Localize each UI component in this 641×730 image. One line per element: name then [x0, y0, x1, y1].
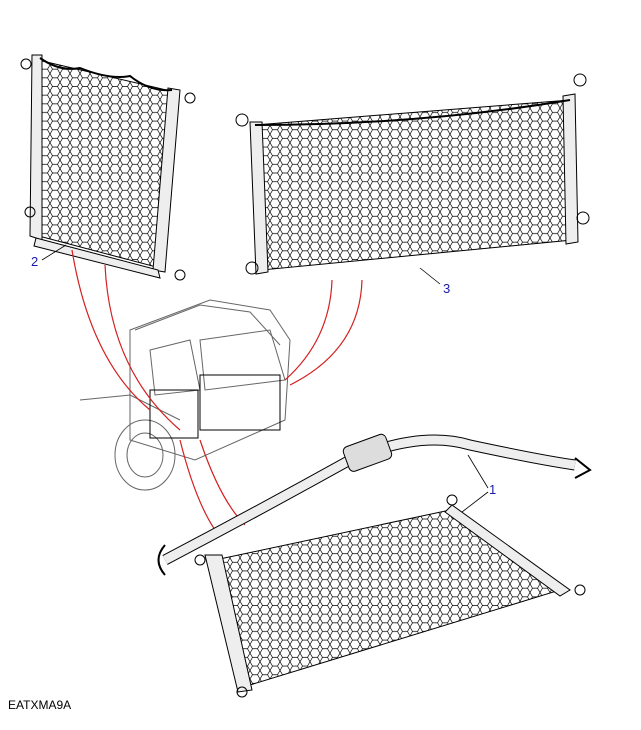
net-1-floor	[194, 494, 586, 698]
net-3-horizontal	[235, 73, 590, 275]
callout-3: 3	[443, 281, 451, 296]
callout-1: 1	[489, 482, 497, 497]
vehicle-rear-outline	[79, 299, 291, 491]
figure-code: EATXMA9A	[8, 698, 72, 712]
callout-2: 2	[31, 254, 39, 269]
net-2-vertical	[20, 54, 196, 281]
leader-lines	[71, 249, 363, 531]
callout-leaders	[41, 244, 489, 513]
ratchet-strap	[157, 433, 592, 576]
